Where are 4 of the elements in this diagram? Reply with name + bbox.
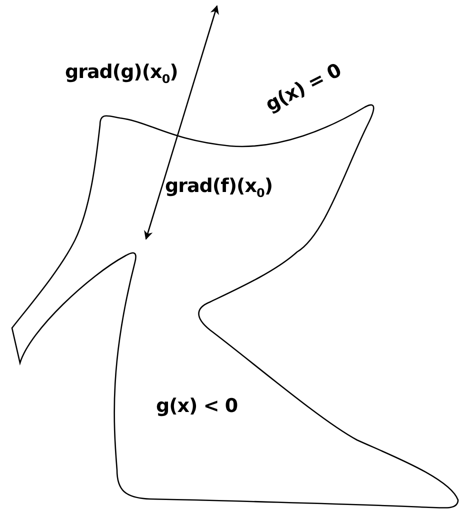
gradient-label: grad(f)(x$_{0}$) bbox=[165, 176, 273, 200]
curve-label: g(x) = 0 bbox=[262, 60, 345, 116]
gradient-label: grad(g)(x$_{0}$) bbox=[65, 62, 178, 86]
region-label: g(x) < 0 bbox=[156, 396, 238, 417]
